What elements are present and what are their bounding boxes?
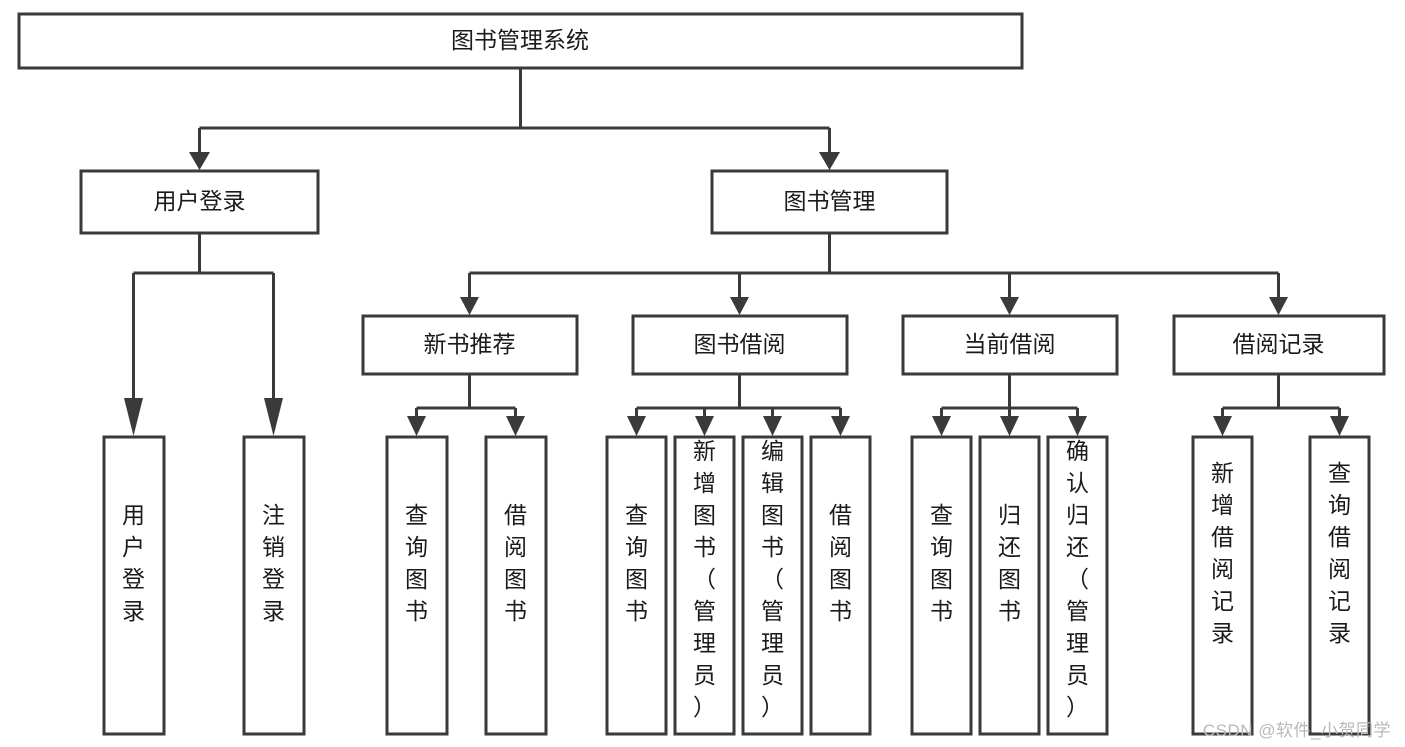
borrow-record-label: 借阅记录 <box>1233 331 1325 357</box>
node-leaf-borrow-book-2[interactable]: 借阅图书 <box>809 435 872 736</box>
node-new-book-recommend[interactable]: 新书推荐 <box>361 314 579 376</box>
leaf-logout-login-box[interactable] <box>242 435 306 736</box>
new-book-recommend-box[interactable] <box>361 314 579 376</box>
node-root[interactable]: 图书管理系统 <box>17 12 1024 70</box>
leaf-confirm-return-box[interactable] <box>1046 435 1109 736</box>
arrow-leaf-confirm-return <box>1068 416 1087 436</box>
node-leaf-borrow-book-1[interactable]: 借阅图书 <box>484 435 548 736</box>
new-book-recommend-label: 新书推荐 <box>424 331 516 357</box>
current-borrow-box[interactable] <box>901 314 1119 376</box>
leaf-confirm-return-label: 确认归还（管理员） <box>1066 438 1089 720</box>
arrow-leaf-return-book <box>1000 416 1019 436</box>
node-leaf-query-book-2[interactable]: 查询图书 <box>605 435 668 736</box>
leaf-return-book-label: 归还图书 <box>998 502 1021 624</box>
node-leaf-edit-book[interactable]: 编辑图书（管理员） <box>741 435 804 736</box>
arrow-leaf-query-book-2 <box>627 416 646 436</box>
book-manage-box[interactable] <box>710 169 949 235</box>
leaf-add-book-label: 新增图书（管理员） <box>693 438 716 720</box>
arrow-book-borrow <box>730 297 749 315</box>
node-leaf-logout-login[interactable]: 注销登录 <box>242 435 306 736</box>
root-box[interactable] <box>17 12 1024 70</box>
leaf-return-book-box[interactable] <box>978 435 1041 736</box>
arrow-leaf-edit-book <box>763 416 782 436</box>
leaf-add-record-label: 新增借阅记录 <box>1211 460 1234 646</box>
arrow-leaf-borrow-book-1 <box>506 416 525 436</box>
node-user-login[interactable]: 用户登录 <box>79 169 320 235</box>
leaf-query-book-1-label: 查询图书 <box>405 502 428 624</box>
node-leaf-query-book-1[interactable]: 查询图书 <box>385 435 449 736</box>
arrow-leaf-logout <box>264 398 283 436</box>
node-leaf-user-login[interactable]: 用户登录 <box>102 435 166 736</box>
connector-layer <box>124 68 1349 436</box>
arrow-leaf-query-book-1 <box>407 416 426 436</box>
leaf-borrow-book-1-label: 借阅图书 <box>504 502 527 624</box>
leaf-query-record-box[interactable] <box>1308 435 1371 736</box>
leaf-query-record-label: 查询借阅记录 <box>1328 460 1351 646</box>
borrow-record-box[interactable] <box>1172 314 1386 376</box>
leaf-user-login-label: 用户登录 <box>122 502 145 624</box>
node-leaf-query-book-3[interactable]: 查询图书 <box>910 435 973 736</box>
arrow-borrow-record <box>1269 297 1288 315</box>
arrow-leaf-borrow-book-2 <box>831 416 850 436</box>
node-book-borrow[interactable]: 图书借阅 <box>631 314 849 376</box>
arrow-leaf-query-book-3 <box>932 416 951 436</box>
arrow-user-login <box>189 152 210 170</box>
leaf-logout-login-label: 注销登录 <box>262 502 285 624</box>
book-borrow-label: 图书借阅 <box>694 331 786 357</box>
leaf-borrow-book-2-label: 借阅图书 <box>829 502 852 624</box>
leaf-add-record-box[interactable] <box>1191 435 1254 736</box>
leaf-query-book-1-box[interactable] <box>385 435 449 736</box>
current-borrow-label: 当前借阅 <box>964 331 1056 357</box>
arrow-leaf-query-record <box>1330 416 1349 436</box>
leaf-query-book-2-label: 查询图书 <box>625 502 648 624</box>
leaf-edit-book-label: 编辑图书（管理员） <box>761 438 784 720</box>
node-book-manage[interactable]: 图书管理 <box>710 169 949 235</box>
arrow-book-manage <box>819 152 840 170</box>
arrow-leaf-user-login <box>124 398 143 436</box>
leaf-query-book-3-label: 查询图书 <box>930 502 953 624</box>
node-leaf-query-record[interactable]: 查询借阅记录 <box>1308 435 1371 736</box>
node-borrow-record[interactable]: 借阅记录 <box>1172 314 1386 376</box>
leaf-user-login-box[interactable] <box>102 435 166 736</box>
user-login-box[interactable] <box>79 169 320 235</box>
arrow-current-borrow <box>1000 297 1019 315</box>
node-current-borrow[interactable]: 当前借阅 <box>901 314 1119 376</box>
book-borrow-box[interactable] <box>631 314 849 376</box>
node-leaf-add-record[interactable]: 新增借阅记录 <box>1191 435 1254 736</box>
arrow-new-book-recommend <box>460 297 479 315</box>
leaf-query-book-2-box[interactable] <box>605 435 668 736</box>
node-leaf-confirm-return[interactable]: 确认归还（管理员） <box>1046 435 1109 736</box>
leaf-edit-book-box[interactable] <box>741 435 804 736</box>
leaf-borrow-book-2-box[interactable] <box>809 435 872 736</box>
node-leaf-add-book[interactable]: 新增图书（管理员） <box>673 435 736 736</box>
leaf-query-book-3-box[interactable] <box>910 435 973 736</box>
root-label: 图书管理系统 <box>451 27 589 53</box>
node-leaf-return-book[interactable]: 归还图书 <box>978 435 1041 736</box>
arrow-leaf-add-book <box>695 416 714 436</box>
book-manage-label: 图书管理 <box>784 188 876 214</box>
leaf-add-book-box[interactable] <box>673 435 736 736</box>
user-login-label: 用户登录 <box>154 188 246 214</box>
leaf-borrow-book-1-box[interactable] <box>484 435 548 736</box>
arrow-leaf-add-record <box>1213 416 1232 436</box>
